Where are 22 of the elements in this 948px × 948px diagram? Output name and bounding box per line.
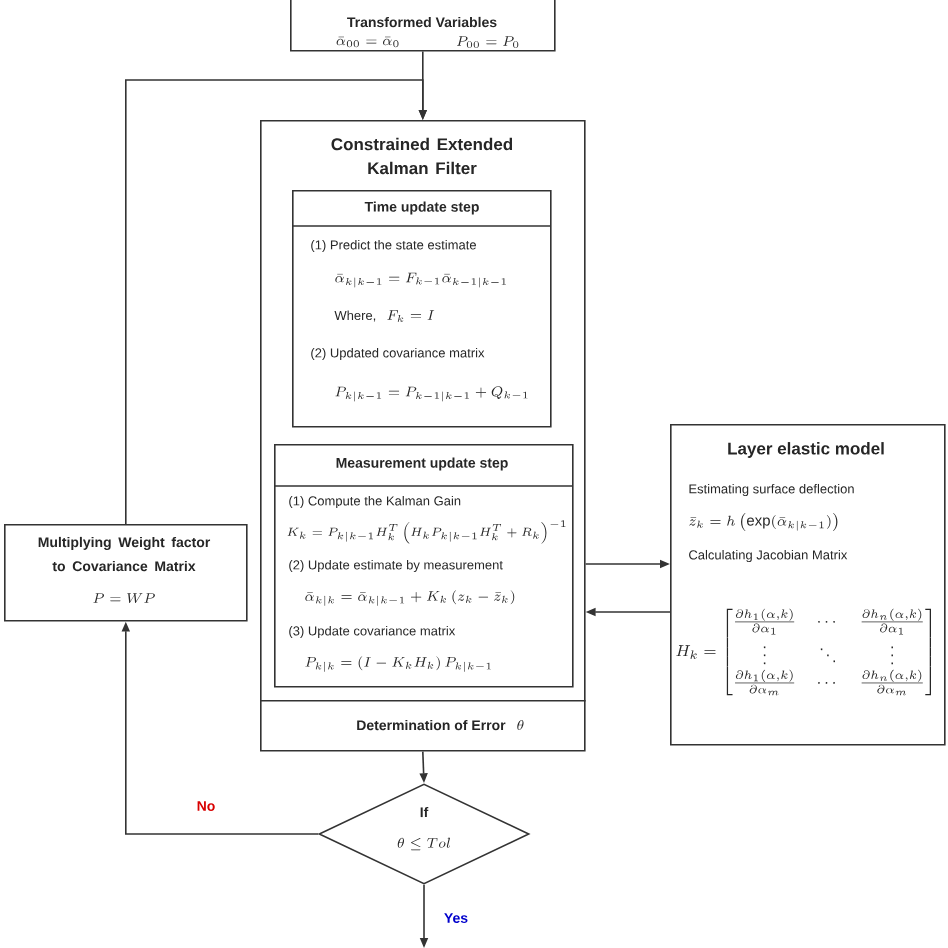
formula: $K_{k} = P_{k|k-1}H_{k}^{T}\left(H_{k}P_{k|k-1}H_{k}^{T} + R_{k}\right)^{-1}$ xyxy=(287,520,566,544)
jacobian-matrix: $H_{k} = \begin{bmatrix} \frac{\partial h_{1}(\alpha,k)}{\partial \alpha_{1}} & \cdots & \frac{\partial h_{n}(\alpha,k)}{\partial \alpha_{1}} \\ \vdots & \ddots & \vdots \\ \frac{\partial h_{1}(\alpha,k)}{\partial \alpha_{m}} & \cdots & \frac{\partial h_{n}(\alpha,k)}{\partial \alpha_{m}} \end{bmatrix}$ xyxy=(676,608,931,696)
formula: $P_{k|k} = \left(I - K_{k}H_{k}\right)P_{k|k-1}$ xyxy=(305,656,491,672)
formula: $\bar{z}_{k} = h\left(\exp(\bar{\alpha}_{k|k-1})\right)$ xyxy=(689,513,838,531)
formula: $\theta$ xyxy=(517,720,524,730)
heading: Layer elastic model xyxy=(728,442,884,458)
formula: $\bar{\alpha}_{00} = \bar{\alpha}_{0}$ xyxy=(336,36,399,48)
process-box xyxy=(260,700,586,752)
process-box xyxy=(290,0,556,52)
process-box xyxy=(670,424,946,746)
arrow xyxy=(125,79,428,525)
process-box xyxy=(4,524,248,622)
formula: $\bar{\alpha}_{k|k} = \bar{\alpha}_{k|k-1} + K_{k}\left(z_{k} - \bar{z}_{k}\right)$ xyxy=(305,590,515,606)
formula: $P_{00} = P_{0}$ xyxy=(456,36,519,48)
formula: $\theta \le Tol$ xyxy=(397,837,450,851)
formula: $P = WP$ xyxy=(93,593,155,604)
formula: $P_{k|k-1} = P_{k-1|k-1} + Q_{k-1}$ xyxy=(335,386,528,402)
heading: Constrained Extended Kalman Filter xyxy=(331,137,513,175)
step-box xyxy=(273,444,574,688)
formula: $\bar{\alpha}_{k|k-1} = F_{k-1}\bar{\alpha}_{k-1|k-1}$ xyxy=(335,272,506,288)
step-box xyxy=(291,190,552,428)
formula: $F_{k} = I$ xyxy=(387,310,435,322)
